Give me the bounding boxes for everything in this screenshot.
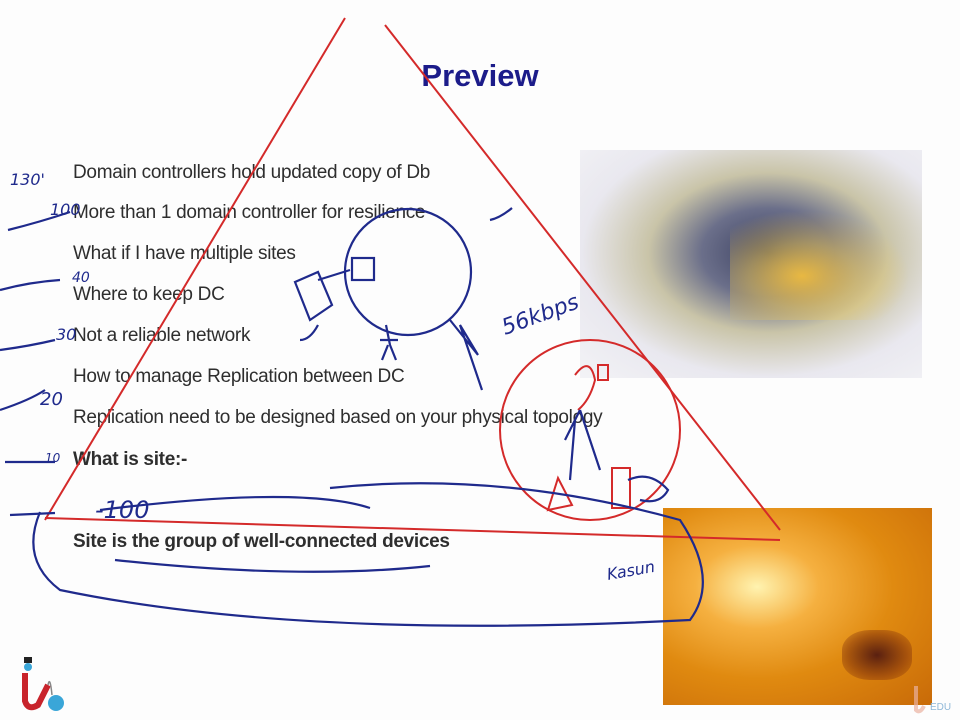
cables-photo	[580, 150, 922, 378]
logo-icon	[22, 657, 64, 711]
svg-text:EDU: EDU	[930, 702, 951, 713]
annotation-speed: 56kbps	[499, 290, 583, 341]
annotation-number: 130'	[10, 170, 45, 189]
blue-ink	[0, 207, 704, 627]
fiber-optic-photo	[663, 508, 932, 705]
bullet-item: Where to keep DC	[73, 284, 225, 305]
bullet-item-heading: What is site:-	[73, 449, 188, 470]
bullet-item-definition: Site is the group of well-connected devi…	[73, 531, 450, 552]
bullet-item: Replication need to be designed based on…	[73, 407, 603, 428]
annotation-number: 10	[45, 451, 61, 465]
annotation-name: Kasun	[605, 557, 656, 584]
bullet-item: How to manage Replication between DC	[73, 366, 405, 387]
bullet-item: What if I have multiple sites	[73, 243, 296, 264]
slide-title: Preview	[421, 58, 539, 93]
annotation-number: 20	[40, 389, 63, 410]
bullet-item: Not a reliable network	[73, 325, 251, 346]
annotation-number: -100	[95, 496, 149, 524]
annotation-number: 100	[50, 200, 81, 219]
bullet-item: More than 1 domain controller for resili…	[73, 202, 426, 223]
annotation-number: 40	[72, 270, 90, 286]
red-triangle	[44, 17, 781, 541]
watermark-logo-icon: EDU	[914, 686, 951, 714]
annotation-number: 30	[56, 325, 76, 344]
